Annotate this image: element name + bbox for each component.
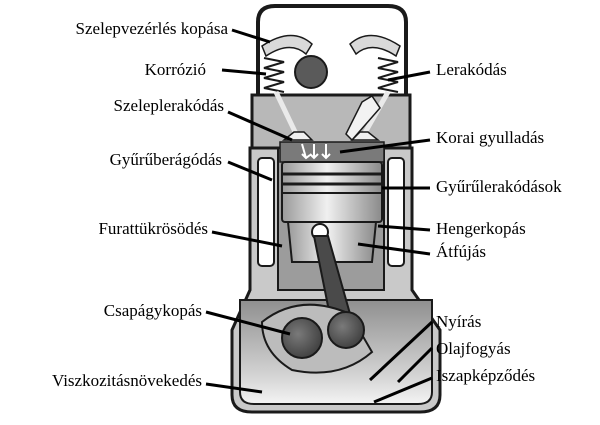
combustion-chamber bbox=[280, 142, 384, 162]
label-hengerkopas: Hengerkopás bbox=[436, 219, 526, 239]
label-viszkozitasnovekedes: Viszkozitásnövekedés bbox=[4, 371, 202, 391]
label-furattukrosodes: Furattükrösödés bbox=[4, 219, 208, 239]
camshaft bbox=[295, 56, 327, 88]
label-korrozio: Korrózió bbox=[4, 60, 206, 80]
crank-bearing-rod bbox=[328, 312, 364, 348]
label-iszapkepzodes: Iszapképződés bbox=[436, 366, 535, 386]
label-nyiras: Nyírás bbox=[436, 312, 481, 332]
label-gyurulerakodasok: Gyűrűlerakódások bbox=[436, 177, 562, 197]
label-lerakodas: Lerakódás bbox=[436, 60, 507, 80]
label-gyuruberagodas: Gyűrűberágódás bbox=[4, 150, 222, 170]
label-atfujas: Átfújás bbox=[436, 242, 486, 262]
label-szelepvezerles-kopasa: Szelepvezérlés kopása bbox=[4, 19, 228, 39]
cylinder-head bbox=[252, 95, 410, 148]
label-csapagykopas: Csapágykopás bbox=[4, 301, 202, 321]
label-korai-gyulladas: Korai gyulladás bbox=[436, 128, 544, 148]
crank-bearing-main bbox=[282, 318, 322, 358]
label-szeleplerakodas: Szeleplerakódás bbox=[4, 96, 224, 116]
label-olajfogyas: Olajfogyás bbox=[436, 339, 511, 359]
